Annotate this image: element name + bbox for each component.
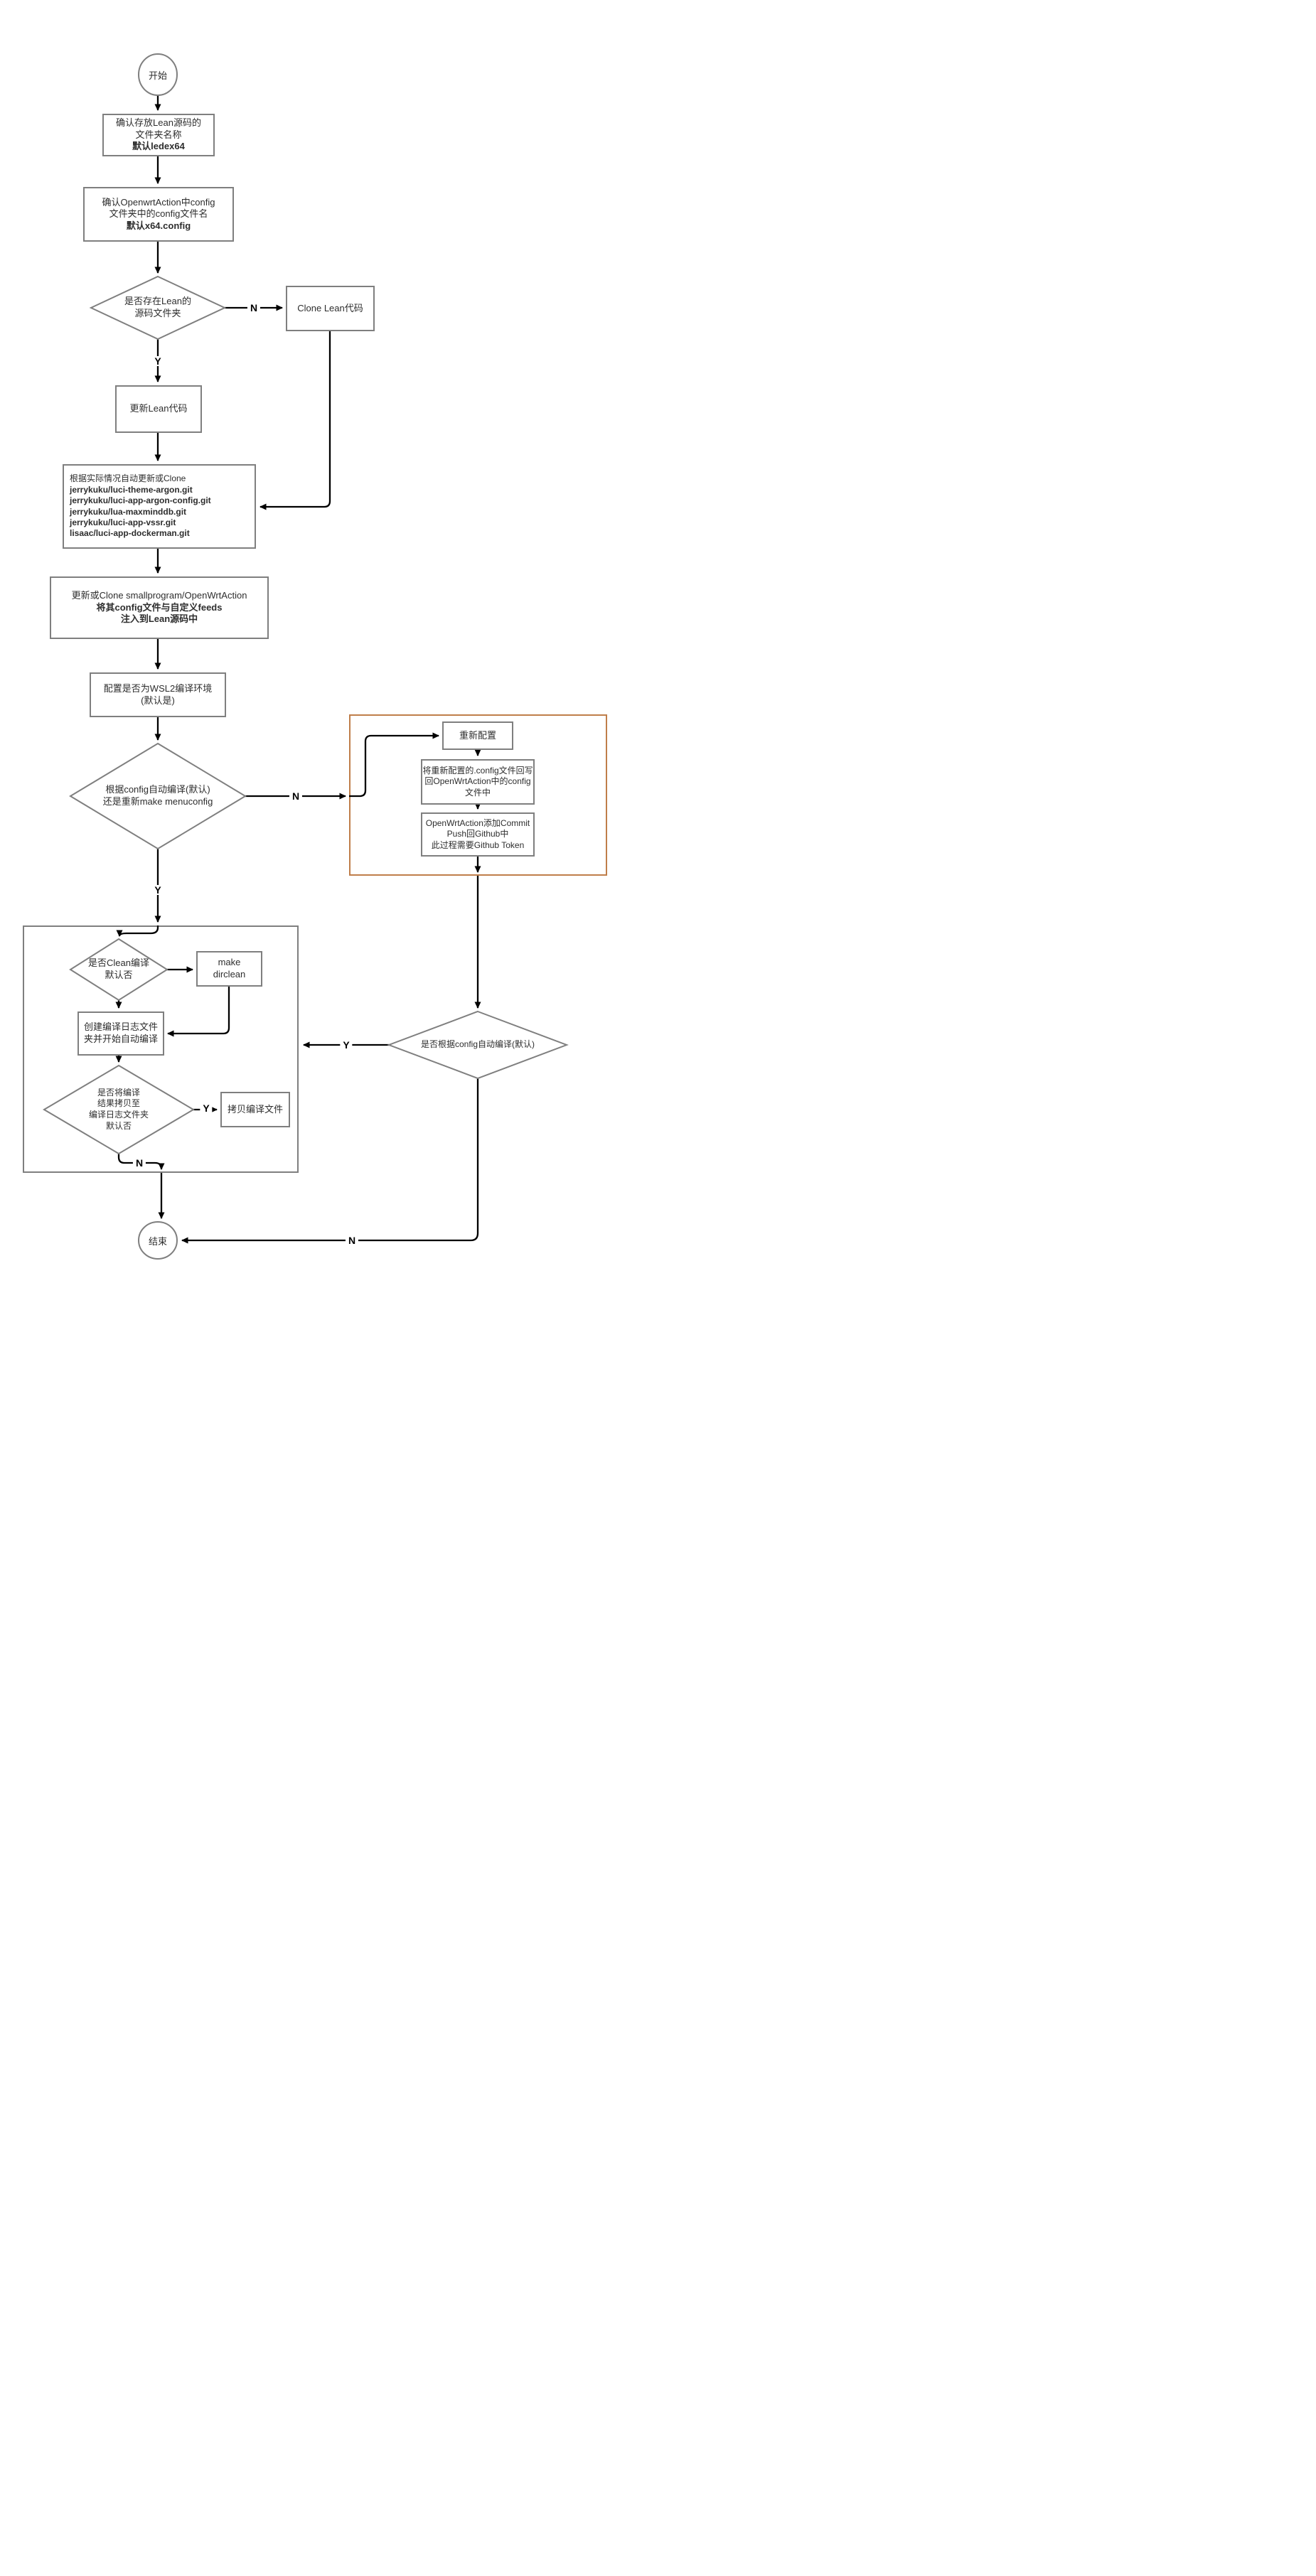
end-shape bbox=[138, 1221, 178, 1260]
label-copy-y: Y bbox=[200, 1103, 213, 1113]
reconfigure-group-frame bbox=[349, 714, 607, 876]
node-update-repos: 根据实际情况自动更新或Clone jerrykuku/luci-theme-ar… bbox=[63, 464, 256, 549]
node-commit-push: OpenWrtAction添加Commit Push回Github中 此过程需要… bbox=[421, 812, 535, 857]
label-auto-compile-n: N bbox=[345, 1235, 359, 1245]
edge-dirclean-to-createlog bbox=[167, 987, 230, 1037]
node-wsl2: 配置是否为WSL2编译环境 (默认是) bbox=[90, 672, 226, 717]
edge-clone-to-repos bbox=[260, 331, 331, 510]
node-copy-files: 拷贝编译文件 bbox=[220, 1092, 290, 1127]
node-update-openwrtaction: 更新或Clone smallprogram/OpenWrtAction 将其co… bbox=[50, 576, 269, 639]
copy-result-shape bbox=[43, 1064, 195, 1155]
start-shape bbox=[138, 53, 178, 96]
label-lean-exists-n: N bbox=[247, 303, 261, 313]
label-lean-exists-y: Y bbox=[151, 356, 164, 366]
auto-compile-shape bbox=[387, 1010, 569, 1080]
lean-exists-shape bbox=[89, 275, 227, 340]
label-auto-y: Y bbox=[151, 885, 164, 895]
edge-group-entry-to-clean bbox=[116, 925, 159, 937]
node-update-lean: 更新Lean代码 bbox=[115, 385, 202, 433]
node-make-dirclean: make dirclean bbox=[196, 951, 262, 987]
label-copy-n: N bbox=[132, 1158, 146, 1168]
node-confirm-folder: 确认存放Lean源码的 文件夹名称 默认ledex64 bbox=[102, 114, 215, 156]
label-auto-n: N bbox=[289, 791, 303, 801]
build-group-frame bbox=[23, 925, 299, 1173]
node-clone-lean: Clone Lean代码 bbox=[286, 286, 375, 331]
node-confirm-config: 确认OpenwrtAction中config 文件夹中的config文件名 默认… bbox=[83, 187, 234, 242]
node-create-log: 创建编译日志文件 夹并开始自动编译 bbox=[77, 1011, 164, 1056]
node-writeback: 将重新配置的.config文件回写 回OpenWrtAction中的config… bbox=[421, 759, 535, 805]
auto-decision-shape bbox=[69, 742, 247, 850]
connector-layer bbox=[43, 53, 569, 1260]
edge-auto-compile-n bbox=[181, 1078, 479, 1244]
label-auto-compile-y: Y bbox=[340, 1040, 353, 1050]
clean-build-shape bbox=[69, 938, 168, 1002]
edge-into-reconfigure bbox=[349, 732, 439, 798]
flowchart-canvas: 开始 结束 确认存放Lean源码的 文件夹名称 默认ledex64 确认Open… bbox=[0, 0, 658, 1288]
node-reconfigure: 重新配置 bbox=[442, 721, 513, 750]
